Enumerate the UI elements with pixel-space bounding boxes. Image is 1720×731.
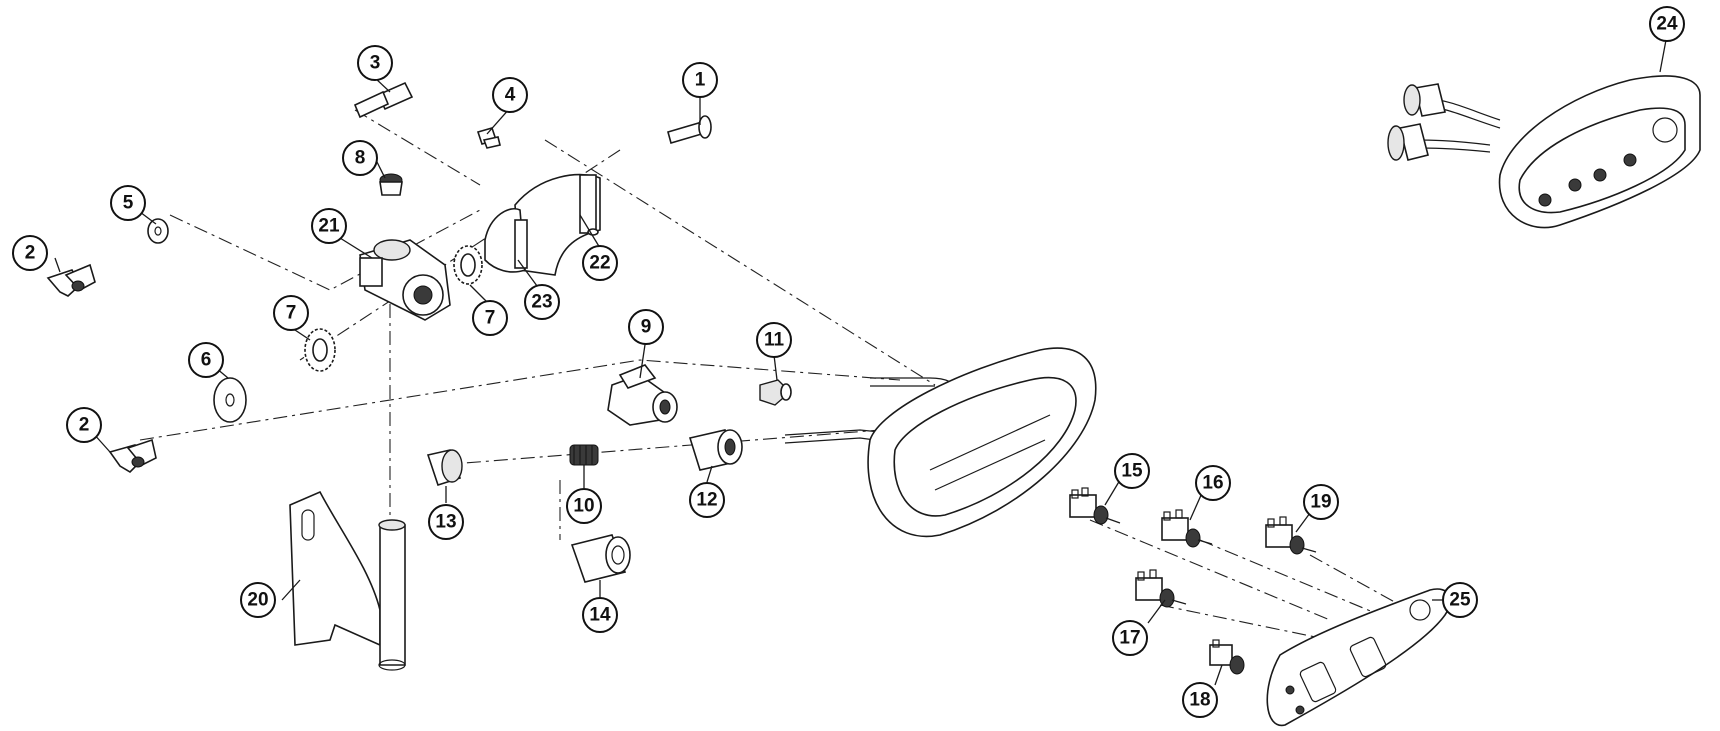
part-lock-washer-7a xyxy=(453,245,483,285)
part-mount-bracket-20 xyxy=(289,490,406,671)
callout-5: 5 xyxy=(110,185,146,221)
callout-label: 23 xyxy=(531,292,552,313)
part-control-plate-25 xyxy=(1266,588,1451,727)
part-bolt-3 xyxy=(353,81,414,119)
part-connector-14 xyxy=(570,534,631,583)
callout-16: 16 xyxy=(1195,465,1231,501)
callout-4: 4 xyxy=(492,77,528,113)
callout-25: 25 xyxy=(1442,582,1478,618)
callout-label: 9 xyxy=(641,317,652,338)
callout-label: 16 xyxy=(1202,473,1223,494)
callout-3: 3 xyxy=(357,45,393,81)
callout-label: 12 xyxy=(696,490,717,511)
callout-label: 3 xyxy=(370,53,381,74)
part-switch-15 xyxy=(1069,487,1121,525)
callout-label: 6 xyxy=(201,350,212,371)
part-wing-nut-2b xyxy=(108,438,157,474)
part-plug-13 xyxy=(426,449,463,487)
callout-13: 13 xyxy=(428,504,464,540)
callout-17: 17 xyxy=(1112,620,1148,656)
callout-9: 9 xyxy=(628,309,664,345)
callout-label: 17 xyxy=(1119,628,1140,649)
callout-15: 15 xyxy=(1114,453,1150,489)
part-switch-16 xyxy=(1161,509,1213,548)
part-switch-17 xyxy=(1135,569,1187,608)
callout-7a: 7 xyxy=(273,295,309,331)
callout-label: 2 xyxy=(25,243,36,264)
callout-label: 8 xyxy=(355,148,366,169)
callout-label: 13 xyxy=(435,512,456,533)
callout-label: 5 xyxy=(123,193,134,214)
callout-label: 21 xyxy=(318,216,340,237)
callout-label: 10 xyxy=(573,496,594,517)
callout-8: 8 xyxy=(342,140,378,176)
part-connector-9 xyxy=(607,364,678,426)
callout-20: 20 xyxy=(240,582,276,618)
part-washer-6 xyxy=(213,377,247,423)
part-switch-18 xyxy=(1209,639,1245,675)
callout-21: 21 xyxy=(311,208,347,244)
callout-label: 4 xyxy=(505,85,516,106)
callout-10: 10 xyxy=(566,488,602,524)
callout-label: 1 xyxy=(695,70,706,91)
callout-6: 6 xyxy=(188,342,224,378)
assembly-axes xyxy=(139,109,1401,641)
callout-18: 18 xyxy=(1182,682,1218,718)
part-nut-11 xyxy=(759,379,792,406)
callout-19: 19 xyxy=(1303,484,1339,520)
part-pin-1 xyxy=(667,115,712,144)
callout-23: 23 xyxy=(524,284,560,320)
callout-label: 25 xyxy=(1449,590,1471,611)
part-washer-5 xyxy=(147,218,169,244)
callout-label: 18 xyxy=(1189,690,1210,711)
part-bracket-22 xyxy=(514,173,601,276)
part-gland-10 xyxy=(569,444,599,466)
callout-12: 12 xyxy=(689,482,725,518)
callout-11: 11 xyxy=(756,322,792,358)
callout-label: 14 xyxy=(589,605,611,626)
callout-label: 19 xyxy=(1310,492,1331,513)
part-socket-12 xyxy=(688,429,743,471)
callout-label: 22 xyxy=(589,253,610,274)
callout-label: 20 xyxy=(247,590,268,611)
callout-2b: 2 xyxy=(66,407,102,443)
callout-label: 7 xyxy=(485,308,496,329)
callout-14: 14 xyxy=(582,597,618,633)
part-cap-8 xyxy=(379,173,403,196)
part-clamp-21 xyxy=(359,239,451,321)
part-lamp-housing xyxy=(867,347,1097,538)
callout-24: 24 xyxy=(1649,6,1685,42)
callout-label: 11 xyxy=(764,330,785,351)
part-lock-washer-7b xyxy=(304,328,336,372)
part-bracket-23 xyxy=(484,208,528,273)
part-wing-nut-2a xyxy=(46,263,96,297)
callout-22: 22 xyxy=(582,245,618,281)
callout-2a: 2 xyxy=(12,235,48,271)
callout-label: 7 xyxy=(286,303,297,324)
part-screw-4 xyxy=(476,127,501,149)
callout-label: 2 xyxy=(79,415,90,436)
callout-label: 24 xyxy=(1656,14,1678,35)
part-assembled-lamp-24 xyxy=(1387,75,1701,229)
part-switch-19 xyxy=(1265,516,1317,555)
callout-1: 1 xyxy=(682,62,718,98)
callout-label: 15 xyxy=(1121,461,1143,482)
callout-7b: 7 xyxy=(472,300,508,336)
